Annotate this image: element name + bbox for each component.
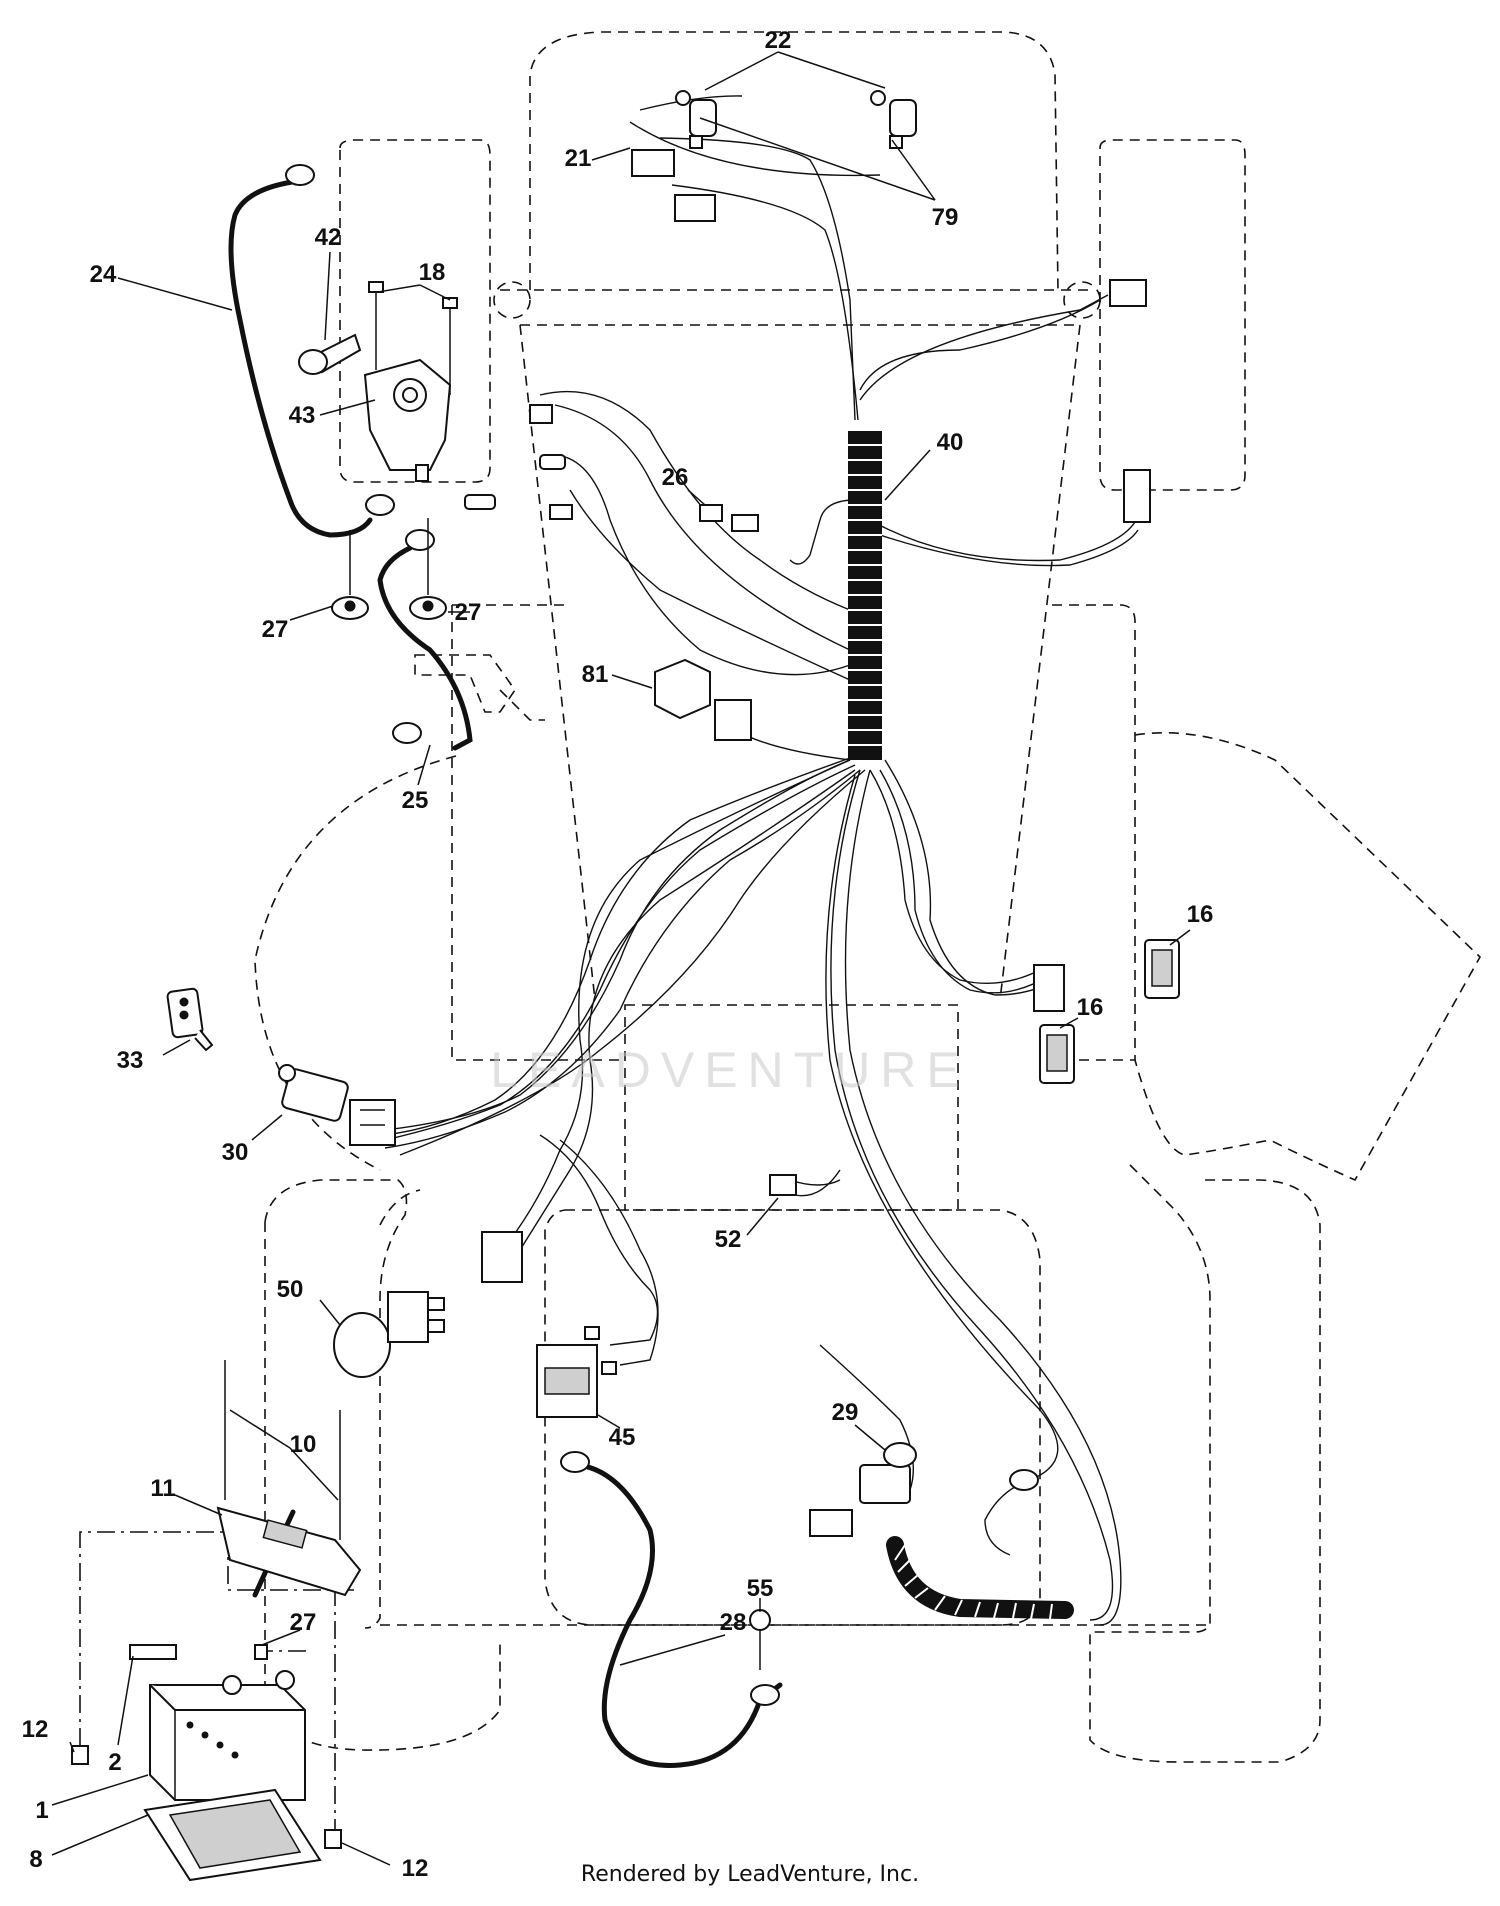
callout-29: 29 xyxy=(832,1399,859,1426)
pto-switch-50 xyxy=(333,1291,445,1378)
connector-harness-right xyxy=(1033,964,1065,1012)
ring-terminal-ground xyxy=(1009,1469,1039,1491)
battery-1 xyxy=(149,1670,306,1801)
switch-16-upper xyxy=(1144,939,1180,999)
callout-28: 28 xyxy=(720,1609,747,1636)
nut-27-left xyxy=(331,596,369,620)
ring-terminal-28-top xyxy=(560,1451,590,1473)
meter-lead-terminal xyxy=(584,1326,600,1340)
starter-solenoid-43 xyxy=(363,358,452,482)
nut-27-right xyxy=(409,596,447,620)
ignition-switch-30 xyxy=(278,1064,396,1146)
callout-21: 21 xyxy=(565,145,592,172)
callout-12-right: 12 xyxy=(402,1855,429,1882)
chassis-outlines xyxy=(254,31,1482,1763)
harness-loom-40 xyxy=(848,429,882,760)
battery-bracket-11 xyxy=(216,1506,362,1597)
callout-18: 18 xyxy=(419,259,446,286)
connector-26a xyxy=(699,504,723,522)
ring-terminal-24-top xyxy=(285,164,315,186)
callout-26: 26 xyxy=(662,464,689,491)
render-credit: Rendered by LeadVenture, Inc. xyxy=(580,1862,920,1887)
callout-50: 50 xyxy=(277,1276,304,1303)
terminal-clip xyxy=(529,404,553,424)
components xyxy=(71,90,1180,1882)
callout-25: 25 xyxy=(402,787,429,814)
battery-foot-12-right xyxy=(324,1829,342,1849)
watermark: LEADVENTURE xyxy=(490,1042,970,1098)
callout-24: 24 xyxy=(90,261,117,288)
coiled-lead xyxy=(886,1536,1074,1620)
meter-lead-terminal-2 xyxy=(601,1361,617,1375)
bolt-55 xyxy=(749,1609,771,1670)
callout-81: 81 xyxy=(582,661,609,688)
callout-1: 1 xyxy=(35,1797,48,1824)
callout-45: 45 xyxy=(609,1424,636,1451)
callout-42: 42 xyxy=(315,224,342,251)
callout-10: 10 xyxy=(290,1431,317,1458)
right-side-connector xyxy=(1123,469,1151,523)
callout-33: 33 xyxy=(117,1047,144,1074)
ring-terminal-28-bottom xyxy=(750,1684,780,1706)
headlight-socket-right xyxy=(870,90,917,149)
mounting-screw-18b xyxy=(442,297,458,395)
callout-40: 40 xyxy=(937,429,964,456)
bullet-terminal xyxy=(464,494,496,510)
right-top-connector xyxy=(1109,279,1147,307)
callout-79: 79 xyxy=(932,204,959,231)
callout-27-battery: 27 xyxy=(290,1609,317,1636)
terminal-clip-2 xyxy=(549,504,573,520)
callout-8: 8 xyxy=(29,1846,42,1873)
battery-nut-27 xyxy=(254,1644,268,1660)
callout-2: 2 xyxy=(108,1749,121,1776)
leader-lines xyxy=(51,51,1191,1866)
hold-down-rods-10 xyxy=(224,1360,341,1540)
relay-81 xyxy=(654,658,752,741)
callout-27-left: 27 xyxy=(262,616,289,643)
battery-tray-8 xyxy=(143,1788,322,1882)
callout-16-lower: 16 xyxy=(1077,994,1104,1021)
callout-11: 11 xyxy=(150,1475,175,1502)
callout-labels: 22 21 79 24 42 18 43 40 26 27 27 81 25 1… xyxy=(22,27,1214,1882)
callout-22: 22 xyxy=(765,27,792,54)
callout-43: 43 xyxy=(289,402,316,429)
headlight-connector-mate xyxy=(674,194,716,222)
fuse-52 xyxy=(769,1174,797,1196)
callout-27-right: 27 xyxy=(455,599,482,626)
ring-terminal-24-bottom xyxy=(365,494,395,516)
callout-16-upper: 16 xyxy=(1187,901,1214,928)
headlight-socket-left xyxy=(675,90,717,149)
battery-bolt-2 xyxy=(129,1644,177,1660)
bullet-terminal-2 xyxy=(539,454,566,470)
ignition-key-33 xyxy=(166,987,214,1052)
connector-26b xyxy=(731,514,759,532)
seat-switch-29 xyxy=(809,1442,917,1537)
headlight-connector-21 xyxy=(631,149,675,177)
callout-55: 55 xyxy=(747,1575,774,1602)
harness-wires xyxy=(384,95,1139,1626)
ring-terminal-25 xyxy=(405,529,435,551)
ring-terminal-25-end xyxy=(392,722,422,744)
terminal-boot-42 xyxy=(298,333,362,375)
battery-foot-12-left xyxy=(71,1745,89,1765)
multi-pin-connector xyxy=(481,1231,523,1283)
battery-cables xyxy=(228,179,783,1768)
callout-30: 30 xyxy=(222,1139,249,1166)
hour-meter-45 xyxy=(536,1344,598,1418)
mounting-screw-18a xyxy=(368,281,384,370)
switch-16-lower xyxy=(1039,1024,1075,1084)
callout-52: 52 xyxy=(715,1226,742,1253)
callout-12-left: 12 xyxy=(22,1716,49,1743)
